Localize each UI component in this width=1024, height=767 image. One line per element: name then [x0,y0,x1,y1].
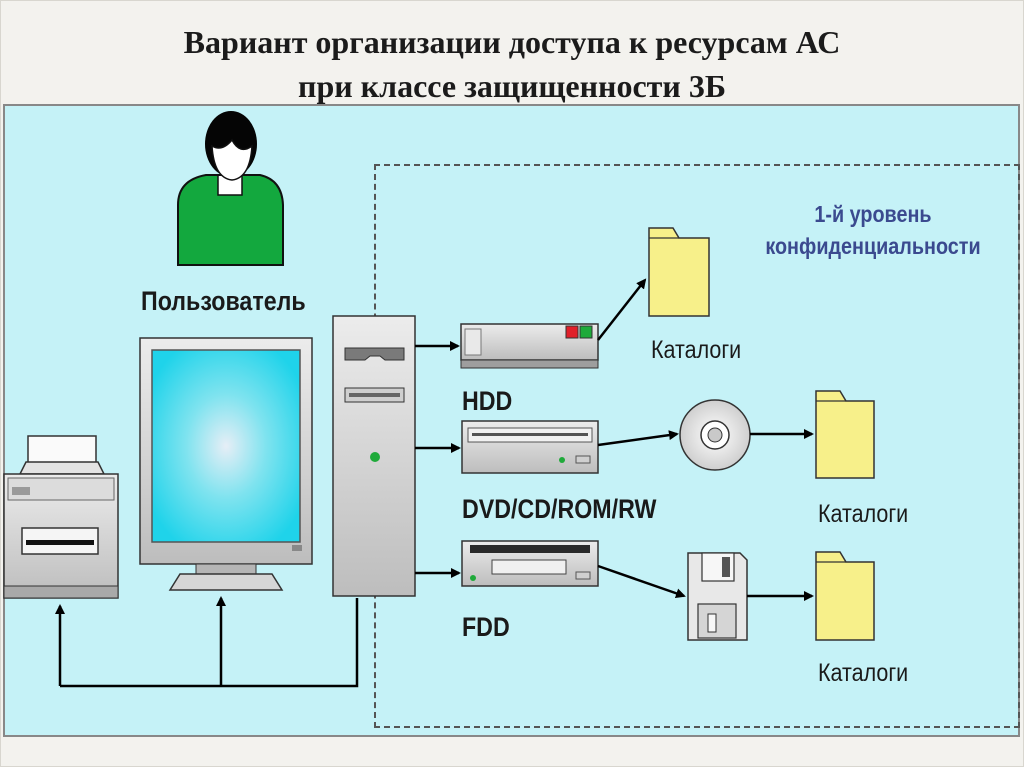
fdd-label: FDD [462,612,510,642]
floppy-disk-icon [687,552,748,641]
user-icon [177,111,284,266]
confidentiality-level-label: 1-й уровень конфиденциальности [748,198,997,262]
dvd-device-icon [461,420,599,474]
catalog-label-1: Каталоги [651,336,742,364]
hdd-device-icon [460,323,599,369]
arrow-hdd-to-folder [597,278,647,341]
arrow-fdd-to-floppy [597,564,686,599]
dvd-label: DVD/CD/ROM/RW [462,494,657,524]
monitor-icon [139,337,313,591]
fdd-device-icon [461,540,599,587]
catalog-label-3: Каталоги [818,659,909,687]
folder-icon-1 [648,227,710,317]
catalog-label-2: Каталоги [818,500,909,528]
arrow-dvd-to-disc [597,430,679,447]
connection-lines [55,278,814,688]
bus-line [60,598,359,688]
cd-disc-icon [679,399,751,471]
folder-icon-3 [815,551,875,641]
title-line-1: Вариант организации доступа к ресурсам А… [183,24,841,60]
folder-icon-2 [815,390,875,479]
title-line-2: при классе защищенности 3Б [298,68,726,104]
level-line-2: конфиденциальности [765,233,981,259]
hdd-label: HDD [462,386,513,416]
level-line-1: 1-й уровень [814,201,932,227]
printer-icon [3,435,119,599]
system-unit-icon [332,315,416,597]
user-label: Пользователь [141,286,306,316]
slide-title: Вариант организации доступа к ресурсам А… [0,20,1024,108]
